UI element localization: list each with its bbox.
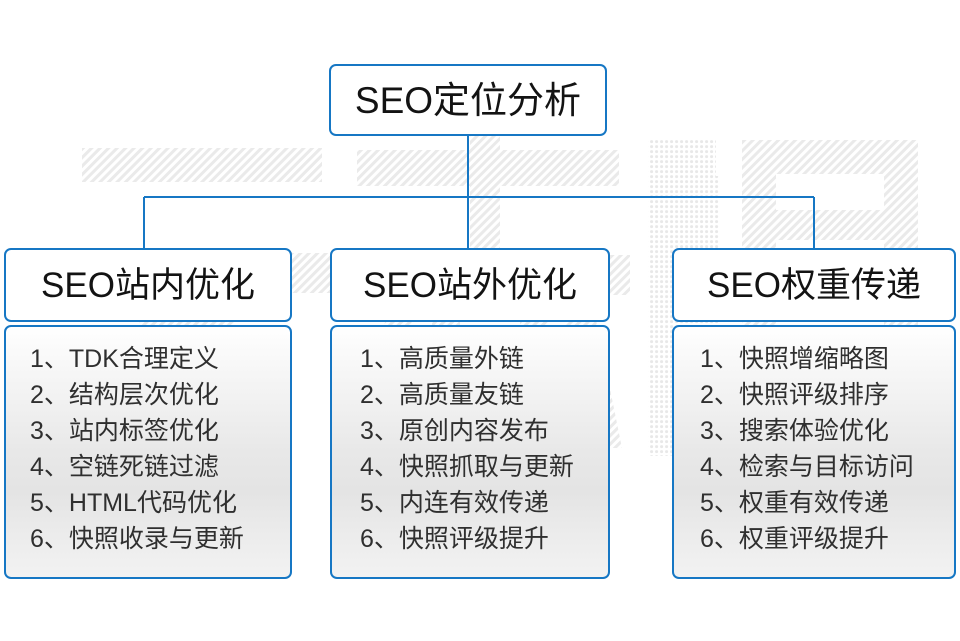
list-item[interactable]: 2、 高质量友链	[332, 377, 608, 413]
list-item[interactable]: 3、 站内标签优化	[6, 413, 290, 449]
branch-header-label: SEO站外优化	[363, 265, 577, 305]
list-item-number: 4、	[700, 453, 739, 481]
list-item[interactable]: 5、 HTML代码优化	[6, 485, 290, 521]
list-item-number: 4、	[30, 453, 69, 481]
list-item-number: 3、	[30, 417, 69, 445]
list-item[interactable]: 1、 高质量外链	[332, 341, 608, 377]
list-item[interactable]: 6、 快照收录与更新	[6, 521, 290, 557]
list-item-number: 3、	[360, 417, 399, 445]
list-item-label: 空链死链过滤	[68, 453, 219, 481]
list-item[interactable]: 4、 空链死链过滤	[6, 449, 290, 485]
list-item-label: 结构层次优化	[68, 381, 219, 409]
list-item-label: 快照评级提升	[398, 525, 549, 553]
list-item[interactable]: 1、 TDK合理定义	[6, 341, 290, 377]
item-list-seo-offsite: 1、 高质量外链 2、 高质量友链 3、 原创内容发布 4、 快照抓取与更新 5…	[332, 341, 608, 557]
list-item[interactable]: 3、 搜索体验优化	[674, 413, 954, 449]
list-item[interactable]: 6、 快照评级提升	[332, 521, 608, 557]
list-item-label: 快照评级排序	[738, 381, 889, 409]
item-list-seo-weight: 1、 快照增缩略图 2、 快照评级排序 3、 搜索体验优化 4、 检索与目标访问…	[674, 341, 954, 557]
branch-body-seo-weight: 1、 快照增缩略图 2、 快照评级排序 3、 搜索体验优化 4、 检索与目标访问…	[672, 325, 956, 579]
list-item-label: 搜索体验优化	[738, 417, 889, 445]
list-item[interactable]: 4、 检索与目标访问	[674, 449, 954, 485]
branch-body-seo-onsite: 1、 TDK合理定义 2、 结构层次优化 3、 站内标签优化 4、 空链死链过滤…	[4, 325, 292, 579]
list-item[interactable]: 2、 结构层次优化	[6, 377, 290, 413]
list-item-number: 1、	[30, 345, 69, 373]
branch-header-seo-weight[interactable]: SEO权重传递	[672, 248, 956, 322]
branch-column-seo-offsite: SEO站外优化 1、 高质量外链 2、 高质量友链 3、 原创内容发布 4、 快	[330, 248, 610, 579]
list-item-number: 6、	[700, 525, 739, 553]
list-item-label: 原创内容发布	[398, 417, 549, 445]
branch-column-seo-weight: SEO权重传递 1、 快照增缩略图 2、 快照评级排序 3、 搜索体验优化 4、	[672, 248, 956, 579]
list-item-number: 4、	[360, 453, 399, 481]
list-item-number: 5、	[360, 489, 399, 517]
list-item-number: 2、	[700, 381, 739, 409]
list-item-label: 检索与目标访问	[738, 453, 914, 481]
list-item-label: 快照增缩略图	[738, 345, 889, 373]
list-item-label: 高质量外链	[398, 345, 524, 373]
list-item-label: HTML代码优化	[68, 489, 237, 517]
root-node[interactable]: SEO定位分析	[329, 64, 607, 136]
branch-header-label: SEO权重传递	[707, 265, 921, 305]
list-item[interactable]: 3、 原创内容发布	[332, 413, 608, 449]
list-item-label: 站内标签优化	[68, 417, 219, 445]
list-item[interactable]: 5、 权重有效传递	[674, 485, 954, 521]
list-item-number: 1、	[360, 345, 399, 373]
branch-column-seo-onsite: SEO站内优化 1、 TDK合理定义 2、 结构层次优化 3、 站内标签优化 4…	[4, 248, 292, 579]
list-item-number: 3、	[700, 417, 739, 445]
list-item-number: 2、	[30, 381, 69, 409]
list-item-label: 内连有效传递	[398, 489, 549, 517]
list-item-number: 5、	[700, 489, 739, 517]
list-item[interactable]: 6、 权重评级提升	[674, 521, 954, 557]
list-item[interactable]: 5、 内连有效传递	[332, 485, 608, 521]
list-item-number: 6、	[360, 525, 399, 553]
list-item[interactable]: 2、 快照评级排序	[674, 377, 954, 413]
list-item-label: 快照收录与更新	[68, 525, 244, 553]
list-item-number: 2、	[360, 381, 399, 409]
item-list-seo-onsite: 1、 TDK合理定义 2、 结构层次优化 3、 站内标签优化 4、 空链死链过滤…	[6, 341, 290, 557]
list-item[interactable]: 4、 快照抓取与更新	[332, 449, 608, 485]
list-item-label: 高质量友链	[398, 381, 524, 409]
list-item[interactable]: 1、 快照增缩略图	[674, 341, 954, 377]
branch-header-seo-onsite[interactable]: SEO站内优化	[4, 248, 292, 322]
branch-header-label: SEO站内优化	[41, 265, 255, 305]
branch-header-seo-offsite[interactable]: SEO站外优化	[330, 248, 610, 322]
list-item-label: 权重评级提升	[738, 525, 889, 553]
root-node-label: SEO定位分析	[354, 79, 582, 121]
list-item-number: 5、	[30, 489, 69, 517]
list-item-label: 快照抓取与更新	[398, 453, 574, 481]
list-item-label: TDK合理定义	[68, 345, 219, 373]
list-item-label: 权重有效传递	[738, 489, 889, 517]
list-item-number: 6、	[30, 525, 69, 553]
list-item-number: 1、	[700, 345, 739, 373]
branch-body-seo-offsite: 1、 高质量外链 2、 高质量友链 3、 原创内容发布 4、 快照抓取与更新 5…	[330, 325, 610, 579]
